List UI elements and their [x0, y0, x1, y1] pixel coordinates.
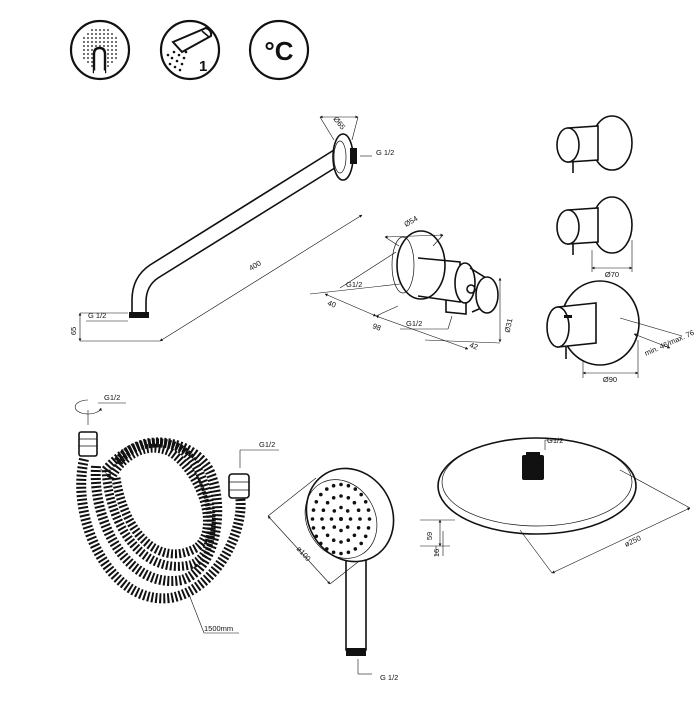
valve-top [556, 115, 633, 173]
outlet-length: 98 [371, 321, 382, 332]
arm-wall-thread: G 1/2 [376, 148, 394, 157]
hand-shower-drawing: ø100 G 1/2 [267, 467, 398, 682]
temperature-unit: °C [264, 36, 293, 66]
arm-length: 400 [247, 258, 262, 272]
shower-arm-drawing: Ø65 G 1/2 400 G 1/2 65 [69, 115, 394, 342]
outlet-offset: 42 [468, 340, 479, 351]
wall-outlet-drawing: Ø54 G1/2 40 98 G1/2 Ø31 42 [309, 214, 515, 352]
outlet-holder-diameter: Ø31 [503, 318, 515, 334]
hose-thread-left: G1/2 [104, 393, 120, 402]
overhead-thread: G1/2 [547, 436, 563, 445]
thermostatic-icon: °C [248, 19, 310, 81]
hose-length: 1500mm [204, 624, 233, 633]
valve-thermostat: Ø90 min. 46/max. 76 [546, 280, 696, 384]
outlet-thread-bottom: G1/2 [406, 319, 422, 328]
valve-middle: Ø70 [556, 196, 633, 279]
valve-thermostat-diameter: Ø90 [603, 375, 617, 384]
shower-hose-drawing: G1/2 G1/2 1500mm [74, 393, 279, 634]
hand-shower-count: 1 [199, 58, 207, 75]
valve-rosette-diameter: Ø70 [605, 270, 619, 279]
hand-shower-thread: G 1/2 [380, 673, 398, 682]
outlet-thread-top: G1/2 [346, 280, 362, 289]
arm-outlet-thread: G 1/2 [88, 311, 106, 320]
overhead-rim: 16 [432, 549, 441, 557]
overhead-shower-drawing: G1/2 59 16 ø250 [420, 436, 691, 574]
hand-shower-icon: 1 [159, 19, 221, 81]
hose-thread-right: G1/2 [259, 440, 275, 449]
hand-shower-diameter: ø100 [295, 544, 313, 563]
overhead-diameter: ø250 [623, 533, 642, 548]
touch-spray-icon [69, 19, 131, 81]
overhead-height: 59 [425, 532, 434, 540]
arm-height: 65 [69, 327, 78, 335]
outlet-depth: 40 [326, 298, 337, 309]
outlet-flange-diameter: Ø54 [403, 214, 420, 229]
